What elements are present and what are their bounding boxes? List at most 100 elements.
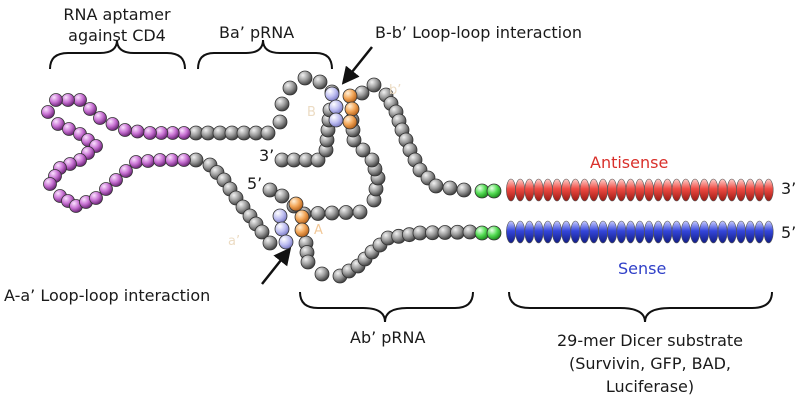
antisense-label: Antisense [590,153,669,172]
loop-bead-blue [328,112,344,128]
sense-nucleotide [690,220,700,244]
prna-bead [364,152,380,168]
prna-bead [412,225,428,241]
sense-nucleotide [616,220,627,244]
prna-bead [282,80,298,96]
brace-dicer [508,291,773,323]
prna-bead [428,178,444,194]
antisense-nucleotide [653,178,664,202]
antisense-nucleotide [524,178,535,202]
antisense-nucleotide [708,178,719,202]
brace-ab-prna [299,291,474,323]
prna-bead [450,224,465,240]
loop-b-prime-label: b’ [389,83,402,98]
aptamer-bead [165,153,179,167]
five-prime-inner-label: 5’ [247,174,263,193]
sense-nucleotide [634,220,645,244]
prna-bead [272,114,288,130]
sense-nucleotide [570,220,581,244]
sense-nucleotide [644,220,654,244]
antisense-nucleotide [745,178,756,202]
sense-nucleotide [552,220,562,244]
aptamer-bead [129,155,143,169]
loop-bead-orange [294,222,310,238]
antisense-nucleotide [717,178,728,202]
aptamer-bead [83,102,97,116]
loop-A-label: A [314,223,323,238]
prna-bead [324,205,340,221]
dicer-label-line1: 29-mer Dicer substrate [556,331,744,350]
three-prime-strand-label: 3’ [781,179,797,198]
prna-bead [425,225,440,241]
aptamer-bead [130,124,145,139]
antisense-nucleotide [680,178,691,202]
prna-bead [355,142,371,158]
aptamer-bead [119,164,133,178]
sense-nucleotide [708,220,719,244]
sense-nucleotide [736,220,746,244]
antisense-nucleotide [542,178,553,202]
prna-bead [274,188,290,204]
prna-bead [260,125,276,141]
loop-bead-orange [342,88,358,104]
prna-bead [188,152,204,168]
aptamer-bead [118,123,132,137]
sense-nucleotide [579,220,590,244]
aptamer-bead [93,111,107,125]
sense-nucleotide [680,220,691,244]
antisense-nucleotide [607,178,618,202]
antisense-nucleotide [515,178,526,202]
antisense-nucleotide [634,178,645,202]
prna-bead [300,254,316,270]
loop-bead-orange [344,101,360,117]
loop-bead-blue [328,99,344,115]
prna-bead-chain [188,70,478,284]
sense-nucleotide [561,220,572,244]
antisense-nucleotide [552,178,562,202]
antisense-strand [506,178,774,202]
sense-nucleotide [588,220,599,244]
aptamer-bead [61,93,75,107]
aptamer-bead-chain [41,93,191,213]
prna-bead [456,182,472,198]
sense-label: Sense [618,259,667,278]
aptamer-bead [177,153,191,167]
aptamer-bead [141,154,155,168]
antisense-nucleotide [662,178,673,202]
sense-nucleotide [515,220,526,244]
aptamer-bead [153,153,167,167]
aptamer-bead [43,177,57,191]
antisense-nucleotide [625,178,636,202]
loop-interaction-beads [272,86,360,250]
linker-bead [486,183,502,199]
aptamer-bead [99,182,113,196]
loop-bead-orange [342,114,358,130]
brace-ba-prna [197,39,333,70]
prna-bead [262,182,278,198]
antisense-nucleotide [736,178,746,202]
antisense-nucleotide [726,178,737,202]
sense-nucleotide [745,220,756,244]
loop-bead-blue [278,234,294,250]
loop-a-prime-label: a’ [228,234,241,249]
sense-nucleotide [754,220,765,244]
prna-bead [297,70,313,86]
sense-nucleotide [542,220,553,244]
aptamer-bead [109,173,123,187]
antisense-nucleotide [616,178,627,202]
loop-B-label: B [307,105,316,120]
prna-bead [254,224,270,240]
aptamer-label-line1: RNA aptamer [63,5,171,24]
aptamer-bead [105,117,120,131]
sense-nucleotide [653,220,664,244]
arrow-aa-interaction [261,247,292,285]
prna-bead [262,235,278,251]
aa-interaction-label: A-a’ Loop-loop interaction [4,286,211,305]
antisense-nucleotide [561,178,572,202]
antisense-nucleotide [690,178,700,202]
sense-nucleotide [598,220,608,244]
antisense-nucleotide [579,178,590,202]
loop-bead-orange [294,209,310,225]
antisense-nucleotide [588,178,599,202]
